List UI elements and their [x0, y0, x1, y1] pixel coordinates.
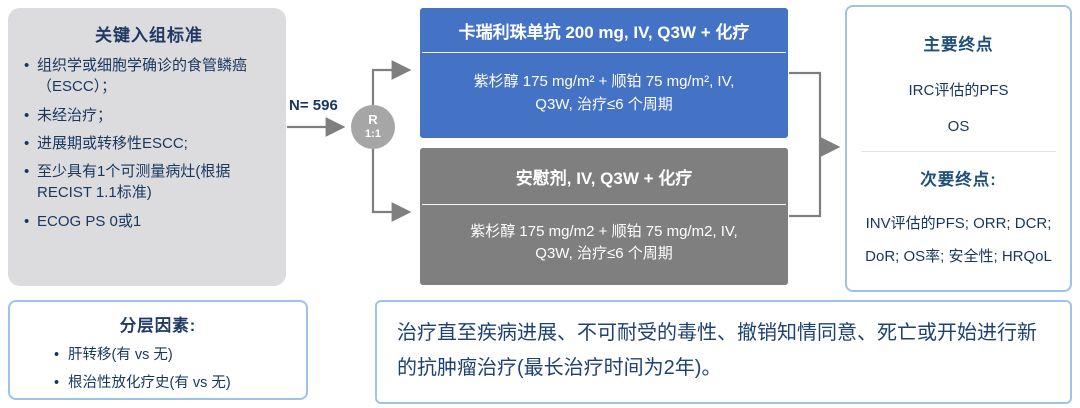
treatment-duration-text: 治疗直至疾病进展、不可耐受的毒性、撤销知情同意、死亡或开始进行新的抗肿瘤治疗(最… [397, 322, 1037, 379]
treatment-duration-panel: 治疗直至疾病进展、不可耐受的毒性、撤销知情同意、死亡或开始进行新的抗肿瘤治疗(最… [375, 300, 1072, 404]
inclusion-item: ECOG PS 0或1 [24, 211, 274, 233]
stratification-item: 根治性放化疗史(有 vs 无) [54, 369, 306, 398]
stratification-item: 肝转移(有 vs 无) [54, 341, 306, 370]
primary-endpoints-title: 主要终点 [923, 36, 994, 54]
inclusion-criteria-panel: 关键入组标准 组织学或细胞学确诊的食管鳞癌（ESCC）； 未经治疗； 进展期或转… [8, 8, 286, 286]
inclusion-item: 进展期或转移性ESCC; [24, 133, 274, 155]
arm-camrelizumab-detail: 紫杉醇 175 mg/m² + 顺铂 75 mg/m², IV, Q3W, 治疗… [473, 73, 735, 113]
arm-divider [422, 52, 786, 53]
primary-endpoint-item: IRC评估的PFS [908, 82, 1009, 99]
inclusion-item: 组织学或细胞学确诊的食管鳞癌（ESCC）； [24, 55, 274, 98]
endpoints-divider [861, 151, 1056, 152]
arrow-to-arm-top [371, 60, 412, 105]
randomization-ratio-label: 1:1 [365, 128, 381, 141]
sample-size-label: N= 596 [289, 97, 338, 114]
secondary-endpoints-title: 次要终点: [920, 171, 997, 189]
arm-divider [422, 204, 786, 205]
secondary-endpoint-line: INV评估的PFS; ORR; DCR; [865, 215, 1052, 232]
arrow-to-arm-bottom [371, 149, 412, 222]
inclusion-criteria-title: 关键入组标准 [95, 26, 203, 45]
arrow-to-endpoints [789, 71, 841, 157]
stratification-title: 分层因素: [119, 317, 197, 335]
primary-endpoint-item: OS [947, 118, 970, 135]
inclusion-item: 至少具有1个可测量病灶(根据RECIST 1.1标准) [24, 161, 274, 204]
stratification-list: 肝转移(有 vs 无) 根治性放化疗史(有 vs 无) [10, 341, 306, 398]
connector-arm-bottom-to-endpoints [789, 147, 822, 218]
inclusion-criteria-list: 组织学或细胞学确诊的食管鳞癌（ESCC）； 未经治疗； 进展期或转移性ESCC;… [24, 55, 274, 232]
arm-placebo-detail: 紫杉醇 175 mg/m2 + 顺铂 75 mg/m2, IV, Q3W, 治疗… [470, 222, 738, 263]
randomization-r-label: R [368, 112, 378, 128]
arm-camrelizumab-box: 卡瑞利珠单抗 200 mg, IV, Q3W + 化疗 紫杉醇 175 mg/m… [420, 8, 788, 138]
secondary-endpoint-line: DoR; OS率; 安全性; HRQoL [865, 248, 1052, 265]
inclusion-item: 未经治疗； [24, 105, 274, 127]
endpoints-panel: 主要终点 IRC评估的PFS OS 次要终点: INV评估的PFS; ORR; … [845, 5, 1072, 292]
randomization-node: R 1:1 [351, 105, 395, 149]
arm-placebo-title: 安慰剂, IV, Q3W + 化疗 [515, 168, 693, 188]
stratification-panel: 分层因素: 肝转移(有 vs 无) 根治性放化疗史(有 vs 无) [8, 300, 308, 400]
arm-camrelizumab-title: 卡瑞利珠单抗 200 mg, IV, Q3W + 化疗 [458, 22, 750, 42]
arm-placebo-box: 安慰剂, IV, Q3W + 化疗 紫杉醇 175 mg/m2 + 顺铂 75 … [420, 148, 788, 285]
